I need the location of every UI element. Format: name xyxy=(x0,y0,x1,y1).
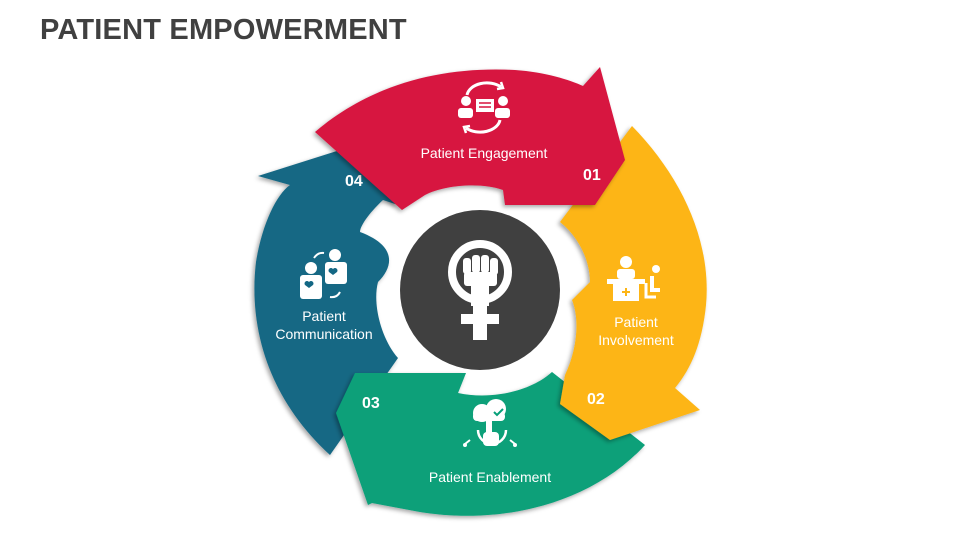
segment-label-02-line1: Patient xyxy=(614,314,658,330)
segment-number-03: 03 xyxy=(362,395,380,412)
segment-number-02: 02 xyxy=(587,391,605,408)
heart-exchange-icon xyxy=(300,249,347,299)
segment-01-engagement[interactable]: Patient Engagement 01 xyxy=(315,67,625,210)
segment-number-01: 01 xyxy=(583,167,601,184)
feminist-fist-icon xyxy=(448,240,512,340)
center-emblem xyxy=(400,210,560,370)
segment-label-03: Patient Enablement xyxy=(429,469,551,485)
segment-02-involvement[interactable]: 02 Patient Involvement xyxy=(560,126,707,440)
cloud-touch-icon xyxy=(463,399,517,447)
arrow-shape-01 xyxy=(315,67,625,210)
segment-label-02-line2: Involvement xyxy=(598,332,674,348)
engagement-icon xyxy=(458,81,510,134)
segment-number-04: 04 xyxy=(345,173,363,190)
reception-desk-icon xyxy=(607,256,660,301)
segment-label-01: Patient Engagement xyxy=(421,145,548,161)
page-title: PATIENT EMPOWERMENT xyxy=(40,14,407,46)
segment-label-04-line1: Patient xyxy=(302,308,346,324)
segment-label-04-line2: Communication xyxy=(275,326,372,342)
